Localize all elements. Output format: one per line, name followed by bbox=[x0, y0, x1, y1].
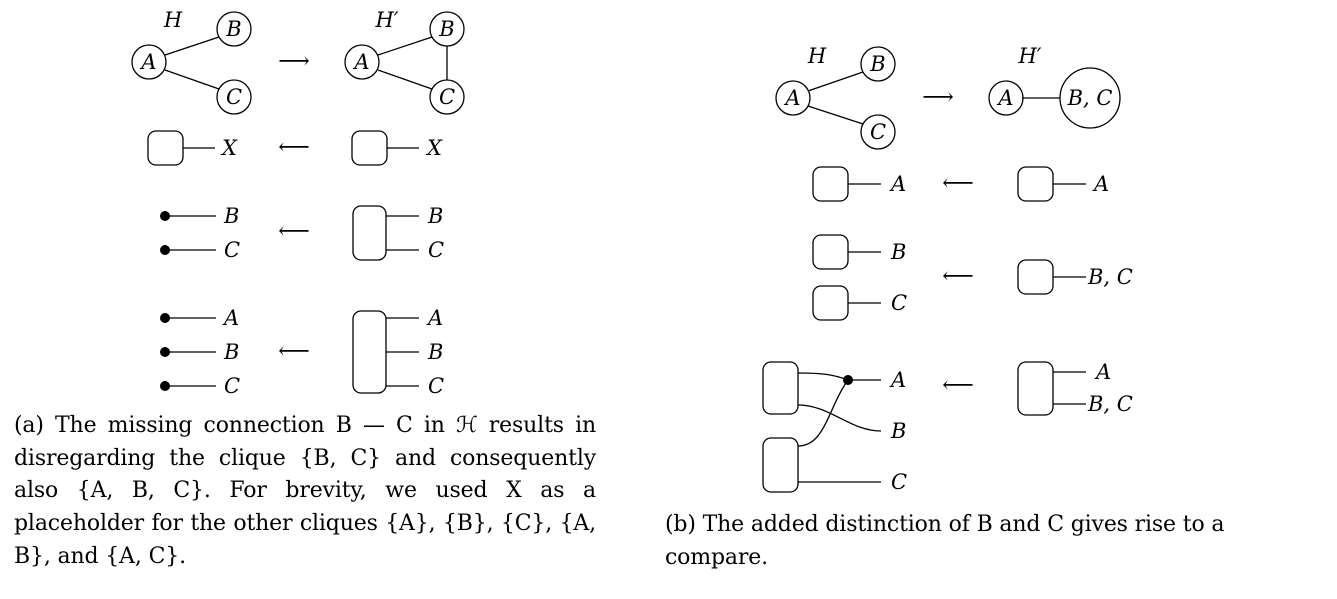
panel-a-row3-left-label-2: B bbox=[223, 340, 239, 364]
panel-b-row2-right-label: B, C bbox=[1087, 265, 1133, 289]
panel-a-row1-right-label: X bbox=[425, 136, 443, 160]
panel-a-row3-right-label-2: B bbox=[427, 340, 443, 364]
panel-b-row3-left-label-1: A bbox=[889, 368, 906, 392]
panel-a-row3-left-label-3: C bbox=[224, 374, 240, 398]
panel-a-h-node-c: C bbox=[226, 85, 242, 109]
panel-a-row2-left-label-2: C bbox=[224, 238, 240, 262]
panel-a-row2-right-box bbox=[352, 205, 419, 261]
panel-b-graph-h-prime bbox=[988, 67, 1121, 129]
panel-a-row3-dot-b bbox=[160, 347, 170, 357]
panel-b-row2-back-arrow: ⟵ bbox=[942, 264, 974, 289]
panel-a-row2-right-label-2: C bbox=[428, 238, 444, 262]
panel-a-row2-left-label-1: B bbox=[223, 204, 239, 228]
panel-a-h-node-b: B bbox=[225, 17, 241, 41]
panel-b-h-node-b: B bbox=[869, 52, 885, 76]
panel-a-row3-right-box bbox=[352, 310, 419, 394]
panel-b-row3-right-label-1: A bbox=[1094, 360, 1111, 384]
panel-a-row1-left-label: X bbox=[220, 136, 238, 160]
panel-b-h-node-c: C bbox=[870, 120, 886, 144]
panel-a-row2-back-arrow: ⟵ bbox=[278, 219, 310, 244]
panel-a-hp-node-a: A bbox=[352, 50, 369, 74]
panel-a-hp-node-b: B bbox=[438, 17, 454, 41]
panel-b-row1-back-arrow: ⟵ bbox=[942, 171, 974, 196]
panel-b-hp-node-bc: B, C bbox=[1067, 86, 1113, 110]
panel-b-label-h-prime: H′ bbox=[1017, 44, 1041, 68]
panel-b-row3-back-arrow: ⟵ bbox=[942, 373, 974, 398]
panel-b-row3-left-structure bbox=[762, 361, 882, 493]
panel-a-row3-dot-a bbox=[160, 313, 170, 323]
panel-b-row1-left-label: A bbox=[889, 172, 906, 196]
panel-b-row3-left-label-3: C bbox=[891, 470, 907, 494]
panel-b-row2-right-box bbox=[1017, 259, 1086, 295]
panel-a-row2-left-dots bbox=[165, 215, 216, 251]
panel-b-row3-right-label-2: B, C bbox=[1087, 392, 1133, 416]
panel-a-row1-left-box bbox=[147, 130, 215, 166]
panel-b-row3-compare-dot bbox=[843, 375, 853, 385]
panel-b-label-h: H bbox=[807, 44, 827, 68]
panel-a-row3-right-label-3: C bbox=[428, 374, 444, 398]
panel-a-row3-dot-c bbox=[160, 381, 170, 391]
panel-a-row2-dot-b bbox=[160, 211, 170, 221]
panel-a-graph-h bbox=[131, 11, 252, 115]
panel-b-row2-left-boxes bbox=[812, 234, 881, 321]
panel-a-row3-back-arrow: ⟵ bbox=[278, 339, 310, 364]
panel-a-row1-right-box bbox=[351, 130, 419, 166]
panel-a-row3-left-dots bbox=[165, 317, 216, 387]
panel-b-row2-left-label-1: B bbox=[890, 240, 906, 264]
panel-a-row2-dot-c bbox=[160, 245, 170, 255]
panel-a-label-h: H bbox=[163, 8, 183, 32]
panel-a-row1-back-arrow: ⟵ bbox=[278, 135, 310, 160]
panel-a-graph-h-prime bbox=[344, 11, 465, 115]
panel-a-label-h-prime: H′ bbox=[374, 8, 398, 32]
panel-b-map-arrow: ⟶ bbox=[922, 85, 954, 110]
panel-b-row3-left-label-2: B bbox=[890, 419, 906, 443]
panel-a-h-node-a: A bbox=[139, 50, 156, 74]
panel-b-graph-h bbox=[775, 46, 896, 150]
panel-a-row2-right-label-1: B bbox=[427, 204, 443, 228]
panel-a-hp-node-c: C bbox=[439, 85, 455, 109]
panel-b-h-node-a: A bbox=[783, 86, 800, 110]
panel-b-row2-left-label-2: C bbox=[891, 291, 907, 315]
panel-a-map-arrow: ⟶ bbox=[278, 49, 310, 74]
panel-a-row3-right-label-1: A bbox=[426, 306, 443, 330]
panel-b-row1-right-box bbox=[1017, 166, 1086, 202]
panel-b-row1-right-label: A bbox=[1092, 172, 1109, 196]
panel-b-caption: (b) The added distinction of B and C giv… bbox=[665, 512, 1225, 570]
panel-a-row3-left-label-1: A bbox=[222, 306, 239, 330]
panel-b-hp-node-a: A bbox=[996, 86, 1013, 110]
panel-b-row1-left-box bbox=[812, 166, 881, 202]
panel-b-row3-right-box bbox=[1017, 361, 1086, 416]
panel-a-caption: (a) The missing connection B — C in ℋ re… bbox=[14, 413, 596, 569]
